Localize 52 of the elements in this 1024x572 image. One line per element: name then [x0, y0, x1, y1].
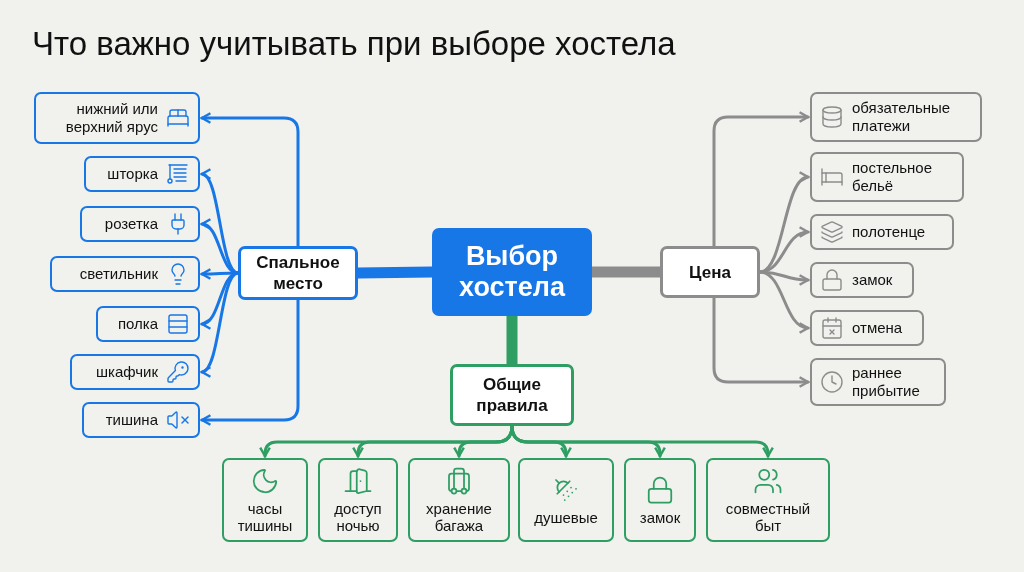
category-label: Цена — [689, 261, 731, 283]
arrow — [712, 296, 810, 388]
item-label: полотенце — [852, 223, 926, 241]
item-label: совместный быт — [724, 500, 812, 534]
category-node — [238, 246, 358, 300]
item-label: розетка — [104, 215, 158, 233]
item-box — [50, 256, 200, 292]
arrow — [712, 111, 810, 248]
item-box — [408, 458, 510, 542]
arrow — [758, 270, 810, 333]
item-label: тишина — [105, 411, 158, 429]
item-label: замок — [852, 271, 893, 289]
item-box — [318, 458, 398, 542]
item-box — [80, 206, 200, 242]
item-label: душевые — [534, 508, 598, 526]
item-label: отмена — [852, 319, 903, 337]
item-label: шторка — [107, 165, 158, 183]
item-box — [706, 458, 830, 542]
item-label: полка — [117, 315, 158, 333]
item-label: светильник — [79, 265, 158, 283]
title: Что важно учитывать при выборе хостела — [32, 24, 676, 64]
item-box — [810, 358, 946, 406]
item-box — [96, 306, 200, 342]
item-label: постельное бельё — [852, 159, 934, 195]
category-label: Общие правила — [475, 374, 549, 416]
item-label: нижний или верхний ярус — [64, 100, 158, 136]
item-box — [518, 458, 614, 542]
item-box — [222, 458, 308, 542]
item-box — [82, 402, 200, 438]
item-label: обязательные платежи — [852, 99, 952, 135]
item-box — [810, 214, 954, 250]
arrow — [758, 227, 810, 274]
item-label: замок — [639, 508, 681, 526]
arrow — [510, 424, 774, 458]
item-box — [34, 92, 200, 144]
central-node — [432, 228, 592, 316]
category-node — [660, 246, 760, 298]
item-box — [624, 458, 696, 542]
item-label: хранение багажа — [425, 500, 493, 534]
item-box — [84, 156, 200, 192]
item-box — [810, 152, 964, 202]
item-box — [810, 92, 982, 142]
category-label: Спальное место — [255, 252, 341, 294]
category-node — [450, 364, 574, 426]
item-label: шкафчик — [95, 363, 158, 381]
item-label: раннее прибытие — [852, 364, 921, 400]
item-box — [70, 354, 200, 390]
item-label: часы тишины — [236, 500, 294, 534]
item-box — [810, 262, 914, 298]
item-label: доступ ночью — [333, 500, 383, 534]
central-topic: Выбор хостела — [458, 241, 567, 303]
item-box — [810, 310, 924, 346]
